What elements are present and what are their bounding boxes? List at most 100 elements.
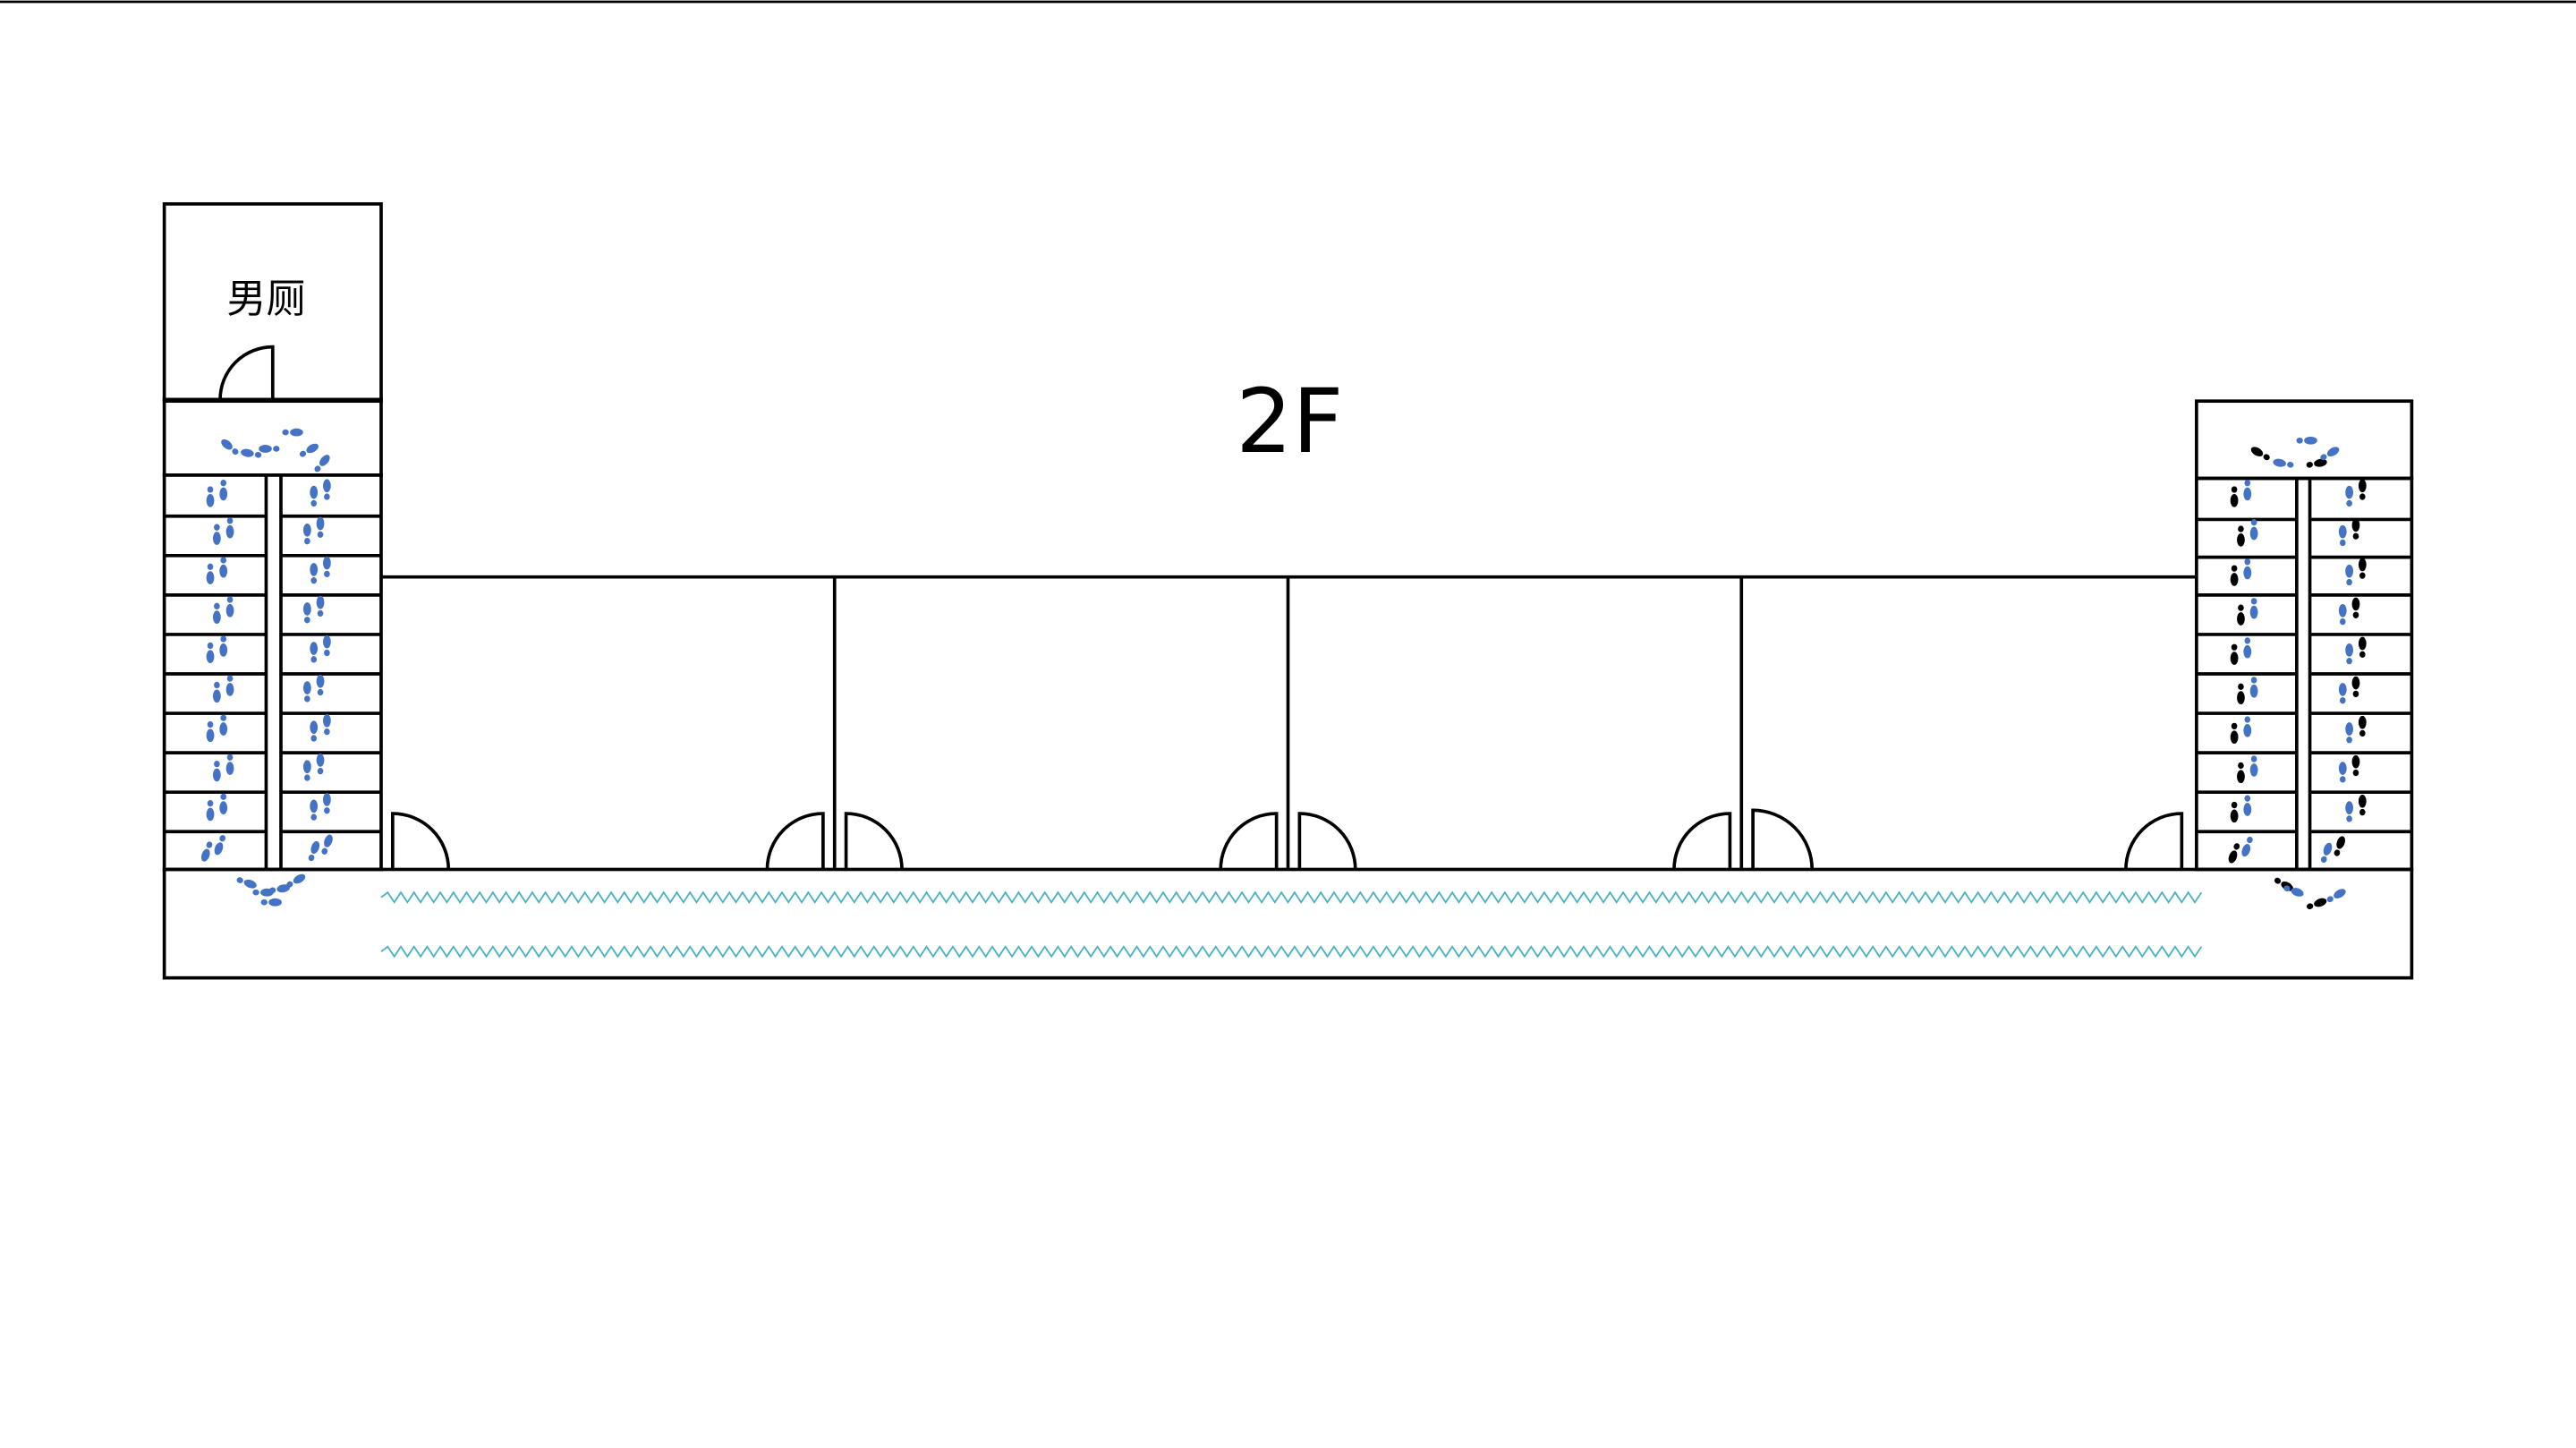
footprint [286,873,306,888]
classroom-4-door-west [1751,808,1815,870]
footprint-sole [206,493,215,507]
footprint-sole [302,602,311,616]
classroom-3-door-east [1672,812,1732,870]
footprint-heel [2250,677,2257,684]
footprint-sole [219,722,228,736]
footprint-sole [319,455,330,466]
footprint [268,884,290,894]
footprint-sole [2345,722,2354,736]
footprint [212,760,221,782]
footprint-heel [220,714,227,721]
footprint-sole [310,485,319,499]
footprint-sole [2351,597,2360,611]
footprint-sole [2249,526,2258,541]
footprint-heel [220,793,227,801]
footprint-heel [2244,637,2251,644]
footprint [206,486,215,507]
footprint-sole [2351,754,2360,769]
footprint-heel [314,465,321,473]
footprint [221,439,239,456]
footprint-sole [243,879,257,889]
footprint [2243,795,2252,816]
footprint [219,557,228,578]
footprint [2243,479,2252,501]
footprint-heel [273,446,280,452]
footprint-sole [212,610,221,624]
footprint [299,443,319,457]
footprint-sole [322,635,331,649]
footprint-sole [2243,566,2252,580]
footprint-heel [2274,877,2282,884]
footprint-sole [241,448,254,457]
footprint [302,602,311,624]
footprint [2358,794,2367,816]
footprint [2326,889,2346,903]
footprint-heel [304,695,310,703]
footprint-heel [2244,716,2251,723]
footprint-sole [225,762,234,775]
footprint [2358,558,2367,579]
footprint [2243,716,2252,737]
footprint-heel [2238,762,2244,770]
footprint [241,448,262,458]
classroom-4-door-east [2124,812,2184,870]
footprint-heel [2238,683,2244,690]
footprint-sole [2334,889,2346,899]
footprint [308,840,320,862]
classroom-1-door-west [390,812,451,870]
footprint [316,516,325,538]
footprint-heel [219,835,226,842]
footprint-sole [206,807,215,822]
footprint-heel [2359,493,2366,500]
footprint-heel [214,524,220,531]
footprint-sole [221,439,233,450]
footprint-heel [2359,729,2366,737]
footprint [302,523,311,545]
footprint-heel [286,881,293,888]
footprint [302,760,311,781]
footprint-sole [225,603,234,618]
footprint-heel [2238,604,2244,611]
footprint-heel [2306,462,2313,468]
footprint-heel [236,877,243,883]
toilet-door [218,345,275,400]
corridor [162,867,2414,980]
footprint [2230,486,2239,507]
footprint-sole [2345,643,2354,657]
footprint [212,681,221,703]
footprint [225,675,234,696]
footprint [2334,836,2346,856]
footprint-heel [308,854,315,862]
footprint-heel [207,720,214,728]
footprint-heel [214,760,220,768]
footprint-heel [2339,776,2346,783]
footprint-heel [2296,437,2303,444]
footprint-sole [276,884,290,893]
footprint-heel [310,499,317,507]
footprint [2351,597,2360,618]
footprint-sole [2243,724,2252,737]
footprint-sole [2241,844,2251,857]
footprint-heel [2326,896,2334,903]
footprint-heel [317,768,324,775]
footprint [2320,842,2333,864]
footprint-sole [219,643,228,657]
footprint-sole [2304,436,2317,445]
footprint-heel [207,563,214,570]
footprint-sole [2345,801,2354,814]
footprint [200,841,213,862]
footprint-heel [2346,578,2352,586]
footprint-heel [324,570,330,578]
footprint-heel [2339,618,2346,626]
footprint-sole [2314,898,2327,907]
footprint-sole [2228,850,2238,864]
footprint-heel [252,889,259,896]
footprint-sole [324,834,333,848]
footprint-heel [2283,885,2291,892]
footprint-sole [2345,564,2354,578]
footprint-sole [206,650,215,664]
right-stair-landing [2195,399,2414,481]
footprint-sole [2250,447,2264,456]
footprint [2358,715,2367,737]
